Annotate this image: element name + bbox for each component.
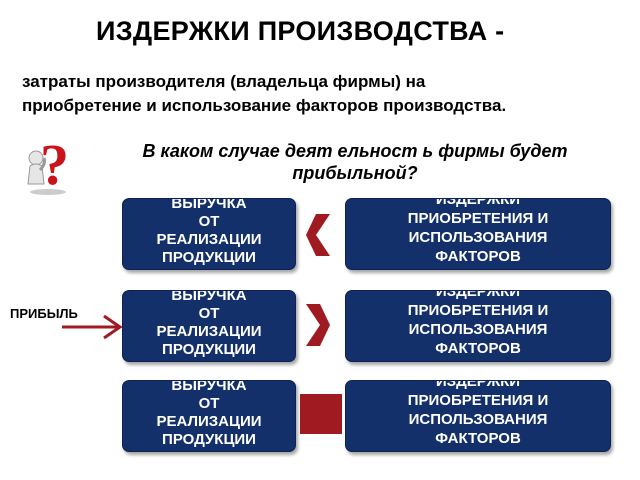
cost-line: ФАКТОРОВ (435, 340, 521, 357)
cost-line: ПРИОБРЕТЕНИЯ И (407, 392, 549, 409)
cost-line: ИЗДЕРЖКИ (435, 198, 521, 208)
cost-line: ПРИОБРЕТЕНИЯ И (407, 302, 549, 319)
slide-title: ИЗДЕРЖКИ ПРОИЗВОДСТВА - (96, 16, 505, 46)
cost-line: ФАКТОРОВ (435, 430, 521, 447)
revenue-line: РЕАЛИЗАЦИИ (156, 323, 262, 340)
revenue-line: ВЫРУЧКА (171, 290, 247, 304)
cost-line: ФАКТОРОВ (435, 248, 521, 265)
cost-line: ИСПОЛЬЗОВАНИЯ (408, 229, 548, 246)
question-mark-figure-icon: ? (27, 134, 69, 196)
cost-line: ПРИОБРЕТЕНИЯ И (407, 210, 549, 227)
revenue-line: ОТ (198, 395, 220, 412)
revenue-line: ВЫРУЧКА (171, 380, 247, 394)
cost-line: ИСПОЛЬЗОВАНИЯ (408, 321, 548, 338)
cost-box-3: ИЗДЕРЖКИ ПРИОБРЕТЕНИЯ И ИСПОЛЬЗОВАНИЯ ФА… (345, 380, 611, 452)
definition-text: затраты производителя (владельца фирмы) … (22, 72, 507, 115)
cost-line: ИЗДЕРЖКИ (435, 380, 521, 390)
cost-line: ИСПОЛЬЗОВАНИЯ (408, 411, 548, 428)
cost-box-1: ИЗДЕРЖКИ ПРИОБРЕТЕНИЯ И ИСПОЛЬЗОВАНИЯ ФА… (345, 198, 611, 270)
revenue-line: ВЫРУЧКА (171, 198, 247, 212)
revenue-box-3: ВЫРУЧКА ОТ РЕАЛИЗАЦИИ ПРОДУКЦИИ (122, 380, 296, 452)
greater-than-sign-icon (306, 304, 330, 346)
revenue-line: РЕАЛИЗАЦИИ (156, 231, 262, 248)
revenue-line: ПРОДУКЦИИ (162, 341, 256, 358)
revenue-box-2: ВЫРУЧКА ОТ РЕАЛИЗАЦИИ ПРОДУКЦИИ (122, 290, 296, 362)
revenue-line: ПРОДУКЦИИ (162, 249, 256, 266)
revenue-box-1: ВЫРУЧКА ОТ РЕАЛИЗАЦИИ ПРОДУКЦИИ (122, 198, 296, 270)
revenue-line: ОТ (198, 305, 220, 322)
revenue-line: ПРОДУКЦИИ (162, 431, 256, 448)
revenue-line: РЕАЛИЗАЦИИ (156, 413, 262, 430)
revenue-line: ОТ (198, 213, 220, 230)
less-than-sign-icon (306, 214, 330, 256)
equal-sign-icon (300, 394, 342, 434)
profit-label: ПРИБЫЛЬ (10, 306, 78, 321)
cost-line: ИЗДЕРЖКИ (435, 290, 521, 300)
cost-box-2: ИЗДЕРЖКИ ПРИОБРЕТЕНИЯ И ИСПОЛЬЗОВАНИЯ ФА… (345, 290, 611, 362)
arrow-right-icon (62, 314, 123, 340)
question-text: В каком случае деят ельност ь фирмы буде… (142, 141, 568, 183)
